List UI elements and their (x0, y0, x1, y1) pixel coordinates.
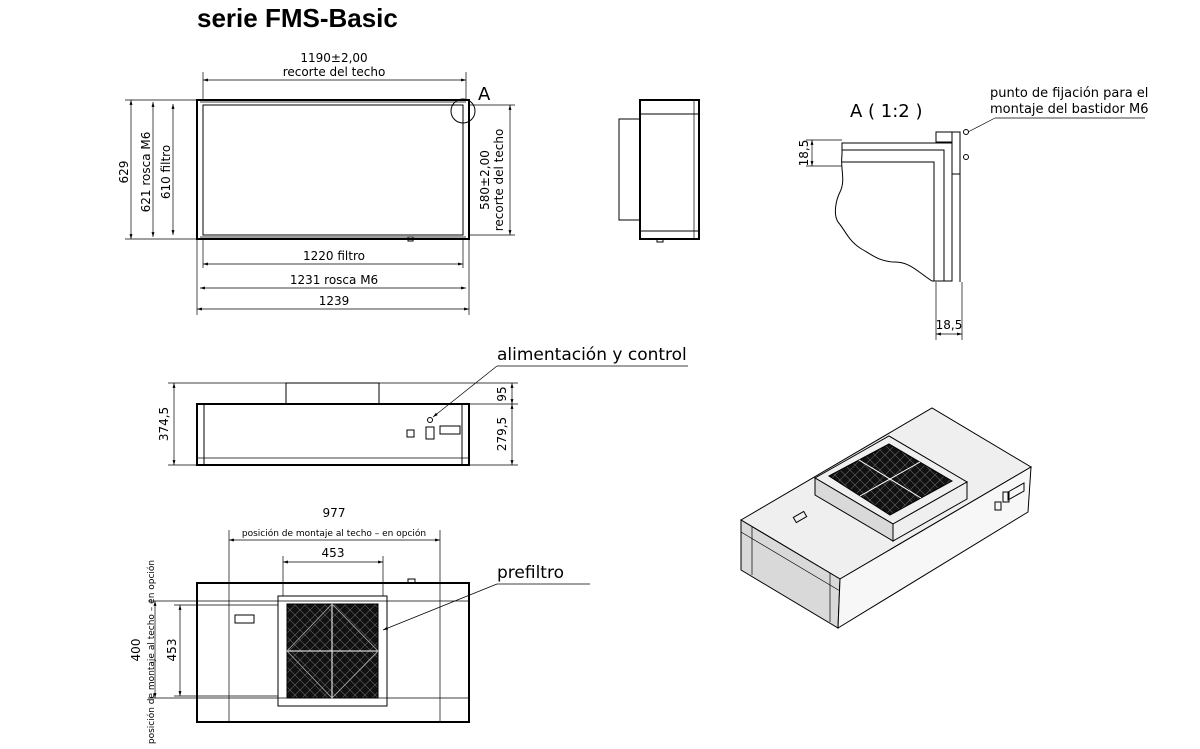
front-height-total: 374,5 (157, 407, 171, 441)
cut-height-dimension: 580±2,00 (478, 150, 492, 210)
power-control-callout: alimentación y control (497, 345, 687, 365)
detail-title: A ( 1:2 ) (850, 101, 923, 122)
height-621-thread: 621 rosca M6 (139, 132, 153, 213)
detail-dim-horizontal: 18,5 (936, 318, 963, 332)
detail-note-line1: punto de fijación para el (990, 86, 1148, 101)
bottom-height-400: 400 (129, 639, 143, 662)
height-629: 629 (117, 161, 131, 184)
bottom-width-977-label: posición de montaje al techo – en opción (242, 528, 426, 539)
detail-marker: A (478, 84, 491, 105)
detail-dim-vertical: 18,5 (797, 140, 811, 167)
side-view (618, 99, 700, 243)
isometric-view (740, 407, 1032, 629)
side-fan-housing (618, 118, 641, 221)
mount-bracket (951, 131, 961, 175)
detail-circle (450, 98, 476, 124)
front-height-body: 279,5 (495, 417, 509, 451)
bottom-height-400-label: posición de montaje al techo – en opción (146, 560, 157, 744)
side-body (639, 99, 700, 240)
top-view: A 1190±2,00 recorte del techo 629 621 ro… (117, 51, 515, 315)
front-height-top: 95 (495, 386, 509, 401)
bottom-body (196, 582, 470, 723)
detail-a: A ( 1:2 ) punto de fijación para el mont… (797, 86, 1149, 340)
detail-body (834, 142, 953, 282)
prefilter-frame (277, 595, 388, 707)
detail-note-line2: montaje del bastidor M6 (990, 102, 1149, 117)
bottom-width-977: 977 (323, 506, 346, 520)
iso-right-face (837, 466, 1032, 629)
width-filter: 1220 filtro (303, 249, 365, 263)
fan-top (285, 382, 380, 405)
prefilter-callout: prefiltro (497, 563, 564, 583)
height-610-filter: 610 filtro (159, 145, 173, 199)
width-thread: 1231 rosca M6 (290, 273, 378, 287)
front-body (196, 403, 470, 466)
cut-width-label: recorte del techo (283, 65, 386, 79)
unit-outline (196, 99, 470, 240)
cut-height-label: recorte del techo (492, 129, 506, 232)
cut-width-dimension: 1190±2,00 (300, 51, 367, 65)
bottom-width-453: 453 (322, 546, 345, 560)
width-total: 1239 (319, 294, 350, 308)
filter-outline (202, 104, 464, 236)
bottom-view: 977 posición de montaje al techo – en op… (129, 506, 590, 744)
front-view: alimentación y control 374,5 95 279,5 (157, 345, 688, 466)
bottom-height-453: 453 (165, 639, 179, 662)
page-title: serie FMS-Basic (197, 3, 398, 33)
